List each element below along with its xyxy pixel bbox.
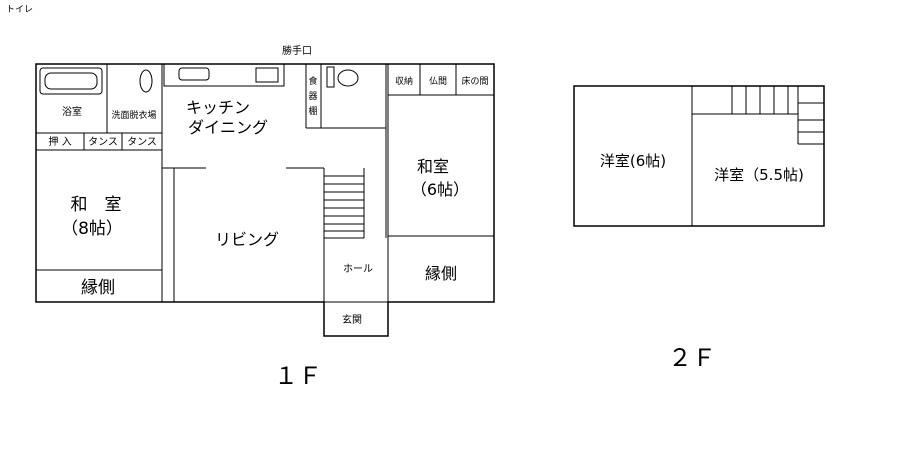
oshiire-label: 押 入: [48, 135, 71, 148]
tansu-label-2: タンス: [127, 136, 157, 148]
floor1-label: １Ｆ: [274, 362, 322, 390]
kitchen-counter-icon: [163, 63, 285, 87]
alcove-label: 床の間: [461, 75, 488, 87]
engawa-right-label: 縁側: [425, 264, 457, 283]
living-label: リビング: [215, 230, 279, 249]
western-room-6-label: 洋室(6帖): [600, 152, 666, 170]
stove-icon: [255, 67, 279, 83]
hall-label: ホール: [343, 263, 373, 275]
cupboard-label-2: 器: [308, 91, 317, 102]
bathtub-icon: [39, 67, 103, 95]
tansu-label-1: タンス: [88, 136, 118, 148]
floor1-plan: 勝手口 浴室 洗面脱衣場 押 入 タンス タンス 和 室 （8帖） 縁側 キッチ…: [35, 44, 495, 390]
altar-room-label: 仏間: [429, 76, 447, 87]
washitsu6-label: 和室: [417, 157, 449, 176]
staircase-icon-2f: [731, 86, 824, 133]
sink-icon: [178, 67, 210, 81]
staircase-icon: [324, 175, 364, 232]
toilet-corner-label: トイレ: [6, 5, 33, 15]
washbasin-icon: [139, 69, 153, 93]
bath-label: 浴室: [62, 105, 82, 118]
washitsu6-size-label: （6帖）: [411, 180, 469, 199]
western-room-55-label: 洋室（5.5帖): [714, 166, 804, 184]
floor2-plan: 洋室(6帖) 洋室（5.5帖) ２Ｆ: [573, 85, 825, 372]
back-door-label: 勝手口: [282, 44, 312, 57]
floor1-outer-wall: [35, 63, 495, 337]
dining-label: ダイニング: [188, 118, 268, 137]
cupboard-label-3: 棚: [308, 105, 317, 117]
cupboard-label-1: 食: [308, 75, 317, 87]
washitsu8-size-label: （8帖）: [61, 219, 123, 239]
floor2-outer-wall: [573, 85, 825, 227]
toilet-bowl-icon: [337, 69, 359, 87]
washitsu8-label: 和 室: [71, 195, 122, 215]
floor2-label: ２Ｆ: [668, 344, 716, 372]
kitchen-label: キッチン: [186, 98, 250, 117]
toilet-tank-icon: [326, 66, 335, 88]
entrance-label: 玄関: [342, 313, 362, 326]
washroom-label: 洗面脱衣場: [111, 109, 156, 121]
engawa-left-label: 縁側: [81, 278, 115, 298]
storage-label: 収納: [395, 75, 413, 87]
